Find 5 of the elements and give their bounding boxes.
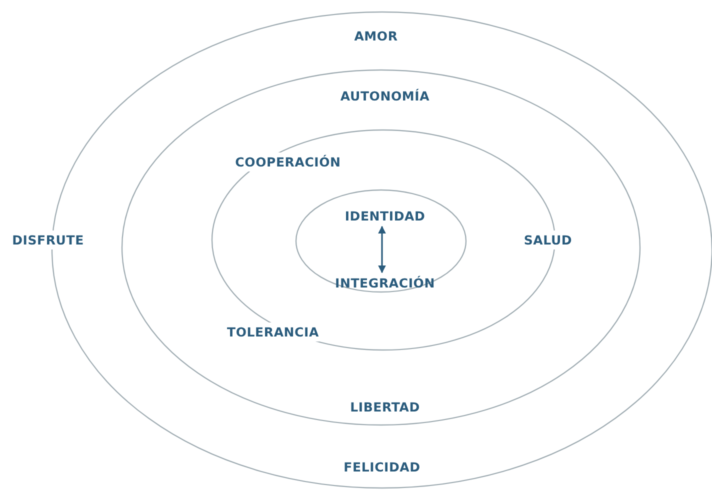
double-arrow xyxy=(378,226,386,274)
ellipse-ring xyxy=(296,190,466,292)
ellipse-ring xyxy=(122,70,640,425)
concept-label: IDENTIDAD xyxy=(344,208,426,224)
concept-label: INTEGRACIÓN xyxy=(335,276,435,290)
